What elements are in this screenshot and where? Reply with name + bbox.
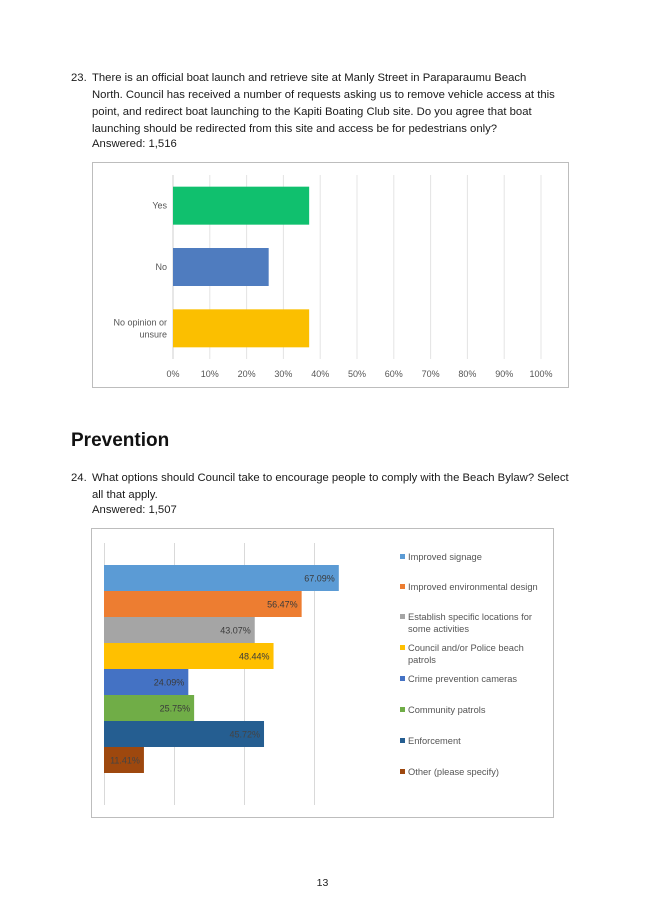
data-label: 24.09% [154, 678, 185, 688]
x-tick-label: 10% [201, 369, 219, 379]
bar [173, 248, 269, 286]
answered-count: Answered: 1,507 [92, 504, 177, 516]
data-label: 67.09% [304, 574, 335, 584]
chart-q24-svg: 67.09% 56.47% 43.07% 48.44% 24.09% 25.75% 45.7… [104, 543, 339, 805]
legend-swatch [400, 707, 405, 712]
legend-label: Council and/or Police beach patrols [408, 643, 524, 665]
legend-swatch [400, 645, 405, 650]
category-label: unsure [139, 329, 167, 339]
bar [104, 747, 144, 773]
bar [104, 721, 265, 747]
page-number: 13 [316, 877, 329, 889]
question-line: point, and redirect boat launching to th… [92, 106, 532, 118]
bar [104, 669, 189, 695]
x-tick-label: 0% [166, 369, 179, 379]
x-tick-label: 70% [422, 369, 440, 379]
legend-label: Crime prevention cameras [408, 674, 518, 684]
legend-label: Improved environmental design [408, 582, 538, 592]
x-tick-label: 100% [529, 369, 552, 379]
legend-swatch [400, 676, 405, 681]
data-label: 25.75% [160, 704, 191, 714]
x-tick-label: 20% [238, 369, 256, 379]
question-text: There is an official boat launch and ret… [92, 70, 555, 138]
chart-q24: 67.09% 56.47% 43.07% 48.44% 24.09% 25.75% 45.7… [91, 528, 554, 818]
section-heading: Prevention [71, 430, 170, 451]
data-label: 11.41% [110, 756, 140, 766]
question-line: all that apply. [92, 489, 158, 501]
legend-label: Improved signage [408, 552, 482, 562]
legend-label: Enforcement [408, 736, 461, 746]
x-tick-label: 60% [385, 369, 403, 379]
answered-count: Answered: 1,516 [92, 138, 177, 150]
question-line: There is an official boat launch and ret… [92, 72, 527, 84]
question-line: What options should Council take to enco… [92, 472, 569, 484]
question-text: What options should Council take to enco… [92, 470, 569, 504]
legend-swatch [400, 738, 405, 743]
question-line: North. Council has received a number of … [92, 89, 555, 101]
question-number: 23. [71, 72, 87, 84]
category-label: Yes [152, 201, 167, 211]
x-tick-label: 80% [458, 369, 476, 379]
bar [104, 565, 339, 591]
data-label: 56.47% [267, 600, 298, 610]
bar [104, 591, 302, 617]
category-label: No [155, 262, 167, 272]
data-label: 48.44% [239, 652, 270, 662]
data-label: 45.72% [229, 730, 260, 740]
bar [173, 186, 310, 225]
x-tick-label: 50% [348, 369, 366, 379]
legend-label: Community patrols [408, 705, 486, 715]
legend-swatch [400, 614, 405, 619]
legend-swatch [400, 584, 405, 589]
question-line: launching should be redirected from this… [92, 123, 498, 135]
x-tick-label: 40% [311, 369, 329, 379]
data-label: 43.07% [220, 626, 251, 636]
legend-label: Other (please specify) [408, 767, 499, 777]
bar [104, 695, 195, 721]
legend-swatch [400, 554, 405, 559]
x-tick-label: 90% [495, 369, 513, 379]
chart-q23-svg: 0% 10% 20% 30% 40% 50% 60% 70% 80% 90% 100% YesNoNo… [113, 175, 553, 379]
x-tick-label: 30% [274, 369, 292, 379]
question-number: 24. [71, 472, 87, 484]
bar [104, 643, 274, 669]
legend-label: Establish specific locations for some ac… [408, 612, 533, 634]
category-label: No opinion or [113, 317, 167, 327]
bar [104, 617, 255, 643]
legend-swatch [400, 769, 405, 774]
bar [173, 309, 310, 348]
